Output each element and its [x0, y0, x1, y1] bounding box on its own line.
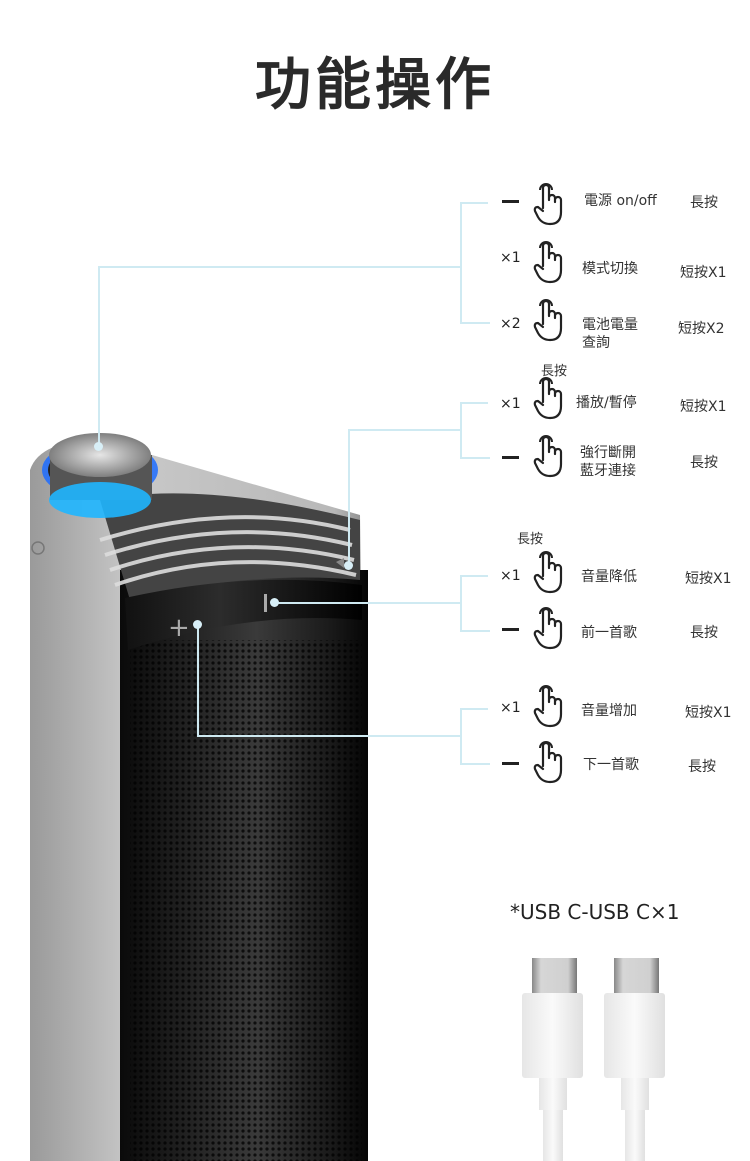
control-row: ×1 播放/暫停 短按X1 [500, 374, 750, 418]
action-label: 短按X1 [680, 265, 727, 281]
control-row: 下一首歌 長按 [500, 738, 750, 782]
finger-press-icon [532, 604, 568, 650]
function-label: 模式切換 [582, 261, 638, 277]
finger-press-icon [532, 296, 568, 342]
usb-c-cable-icon [522, 958, 665, 1161]
function-label: 下一首歌 [583, 757, 639, 773]
action-label: 長按 [690, 455, 718, 471]
function-label: 電源 on/off [584, 193, 657, 209]
finger-press-icon [532, 682, 568, 728]
function-label: 音量增加 [581, 703, 637, 719]
long-press-note: 長按 [541, 364, 568, 379]
control-row: ×1 音量增加 短按X1 [500, 682, 750, 726]
finger-press-icon [532, 738, 568, 784]
control-row: ×1 模式切換 短按X1 [500, 238, 750, 282]
press-count: ×1 [500, 568, 521, 584]
action-label: 長按 [688, 759, 716, 775]
action-label: 長按 [690, 625, 718, 641]
control-row: 前一首歌 長按 [500, 604, 750, 648]
action-label: 短按X1 [685, 571, 732, 587]
action-label: 短按X2 [678, 321, 725, 337]
action-label: 短按X1 [680, 399, 727, 415]
finger-press-icon [532, 180, 568, 226]
function-label: 強行斷開 藍牙連接 [580, 445, 636, 479]
finger-press-icon [532, 374, 568, 420]
function-label: 電池電量 查詢 [582, 317, 638, 351]
plus-icon: + [168, 613, 190, 643]
control-row: ×1 音量降低 短按X1 [500, 548, 750, 592]
function-label: 播放/暫停 [576, 395, 637, 411]
power-icon [31, 541, 45, 555]
control-row: ×2 電池電量 查詢 短按X2 [500, 296, 750, 351]
press-count: ×1 [500, 250, 521, 266]
function-label: 音量降低 [581, 569, 637, 585]
control-row: 電源 on/off 長按 [500, 180, 750, 224]
finger-press-icon [532, 238, 568, 284]
long-press-note: 長按 [517, 532, 544, 547]
control-row: 強行斷開 藍牙連接 長按 [500, 432, 750, 479]
press-count: ×1 [500, 396, 521, 412]
long-press-dash [502, 456, 519, 459]
action-label: 短按X1 [685, 705, 732, 721]
finger-press-icon [532, 432, 568, 478]
long-press-dash [502, 200, 519, 203]
press-count: ×1 [500, 700, 521, 716]
play-pause-icon [336, 558, 344, 568]
speaker-illustration: + [30, 433, 368, 1161]
finger-press-icon [532, 548, 568, 594]
long-press-dash [502, 628, 519, 631]
page-title: 功能操作 [255, 53, 495, 118]
action-label: 長按 [690, 195, 718, 211]
function-label: 前一首歌 [581, 625, 637, 641]
press-count: ×2 [500, 316, 521, 332]
long-press-dash [502, 762, 519, 765]
accessory-label: *USB C-USB C×1 [510, 900, 680, 924]
minus-icon [264, 594, 267, 612]
